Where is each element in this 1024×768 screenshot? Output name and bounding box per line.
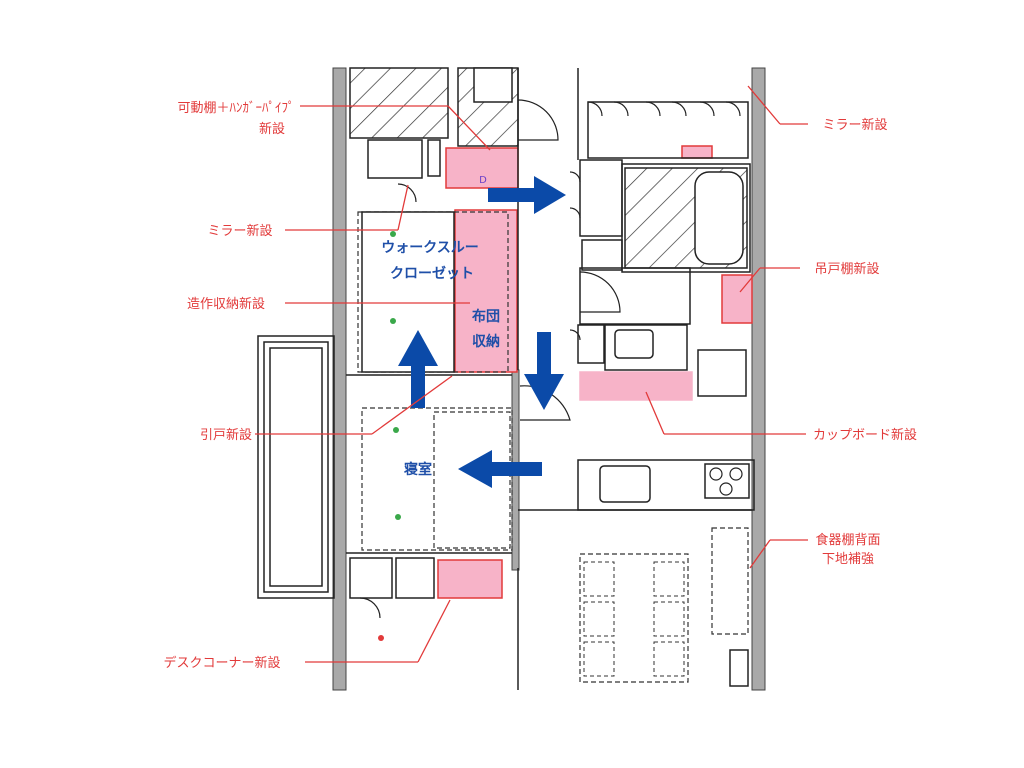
- label-cupboard: カップボード新設: [813, 427, 917, 443]
- room-futon-1: 布団: [472, 308, 500, 325]
- room-walk-in-closet-1: ウォークスルー: [381, 240, 479, 256]
- label-dish-shelf-2: 下地補強: [822, 552, 874, 567]
- desk-corner-highlight: [437, 559, 503, 599]
- arrow-left-bedroom: [458, 450, 542, 488]
- door-swings: [359, 99, 741, 619]
- arrow-up-closet: [398, 330, 438, 408]
- wet-areas: [349, 67, 748, 269]
- mirror-right-highlight: [681, 145, 713, 159]
- label-custom-storage: 造作収納新設: [187, 296, 265, 312]
- red-marker: [378, 635, 384, 641]
- label-desk-corner: デスクコーナー新設: [163, 655, 280, 671]
- room-bedroom: 寝室: [404, 461, 432, 478]
- circulation-arrows: [398, 176, 566, 488]
- cupboard-highlight: [579, 371, 693, 401]
- label-mirror-left: ミラー新設: [207, 223, 272, 239]
- label-movable-shelf-new: 新設: [259, 121, 285, 137]
- bathtub: [694, 171, 744, 265]
- label-mirror-right: ミラー新設: [822, 117, 887, 133]
- toilet-box: [473, 67, 513, 103]
- outlet-markers: [390, 231, 401, 520]
- upper-hatch-left: [349, 67, 449, 139]
- room-futon-2: 収納: [472, 333, 500, 350]
- label-sliding-door: 引戸新設: [200, 427, 252, 443]
- left-exterior-wall: [332, 67, 347, 691]
- d-mark: D: [479, 175, 487, 186]
- label-dish-shelf-1: 食器棚背面: [815, 532, 880, 548]
- callout-leaders: [255, 85, 808, 663]
- dining-chairs: [583, 561, 685, 677]
- right-exterior-wall: [751, 67, 766, 691]
- label-hanging-shelf: 吊戸棚新設: [814, 261, 879, 277]
- room-walk-in-closet-2: クローゼット: [390, 265, 474, 282]
- arrow-right-top: [488, 176, 566, 214]
- stove-burners: [709, 467, 743, 496]
- interior-lines: [346, 68, 755, 690]
- label-movable-shelf: 可動棚＋ﾊﾝｶﾞｰﾊﾟｲﾌﾟ: [177, 101, 294, 116]
- closet-shelf-highlight: [445, 147, 519, 189]
- balcony: [257, 335, 335, 599]
- arrow-down-hall: [524, 332, 564, 410]
